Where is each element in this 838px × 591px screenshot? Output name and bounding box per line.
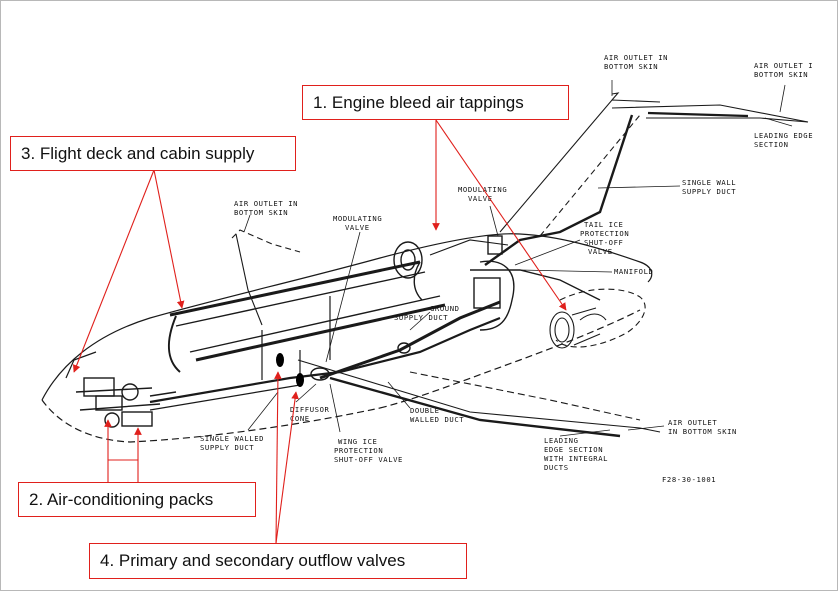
air-outlet-tail-label-line1: AIR OUTLET IN (604, 53, 668, 62)
callout-flight-deck-cabin-supply: 3. Flight deck and cabin supply (10, 136, 296, 171)
callout-engine-bleed-text: 1. Engine bleed air tappings (313, 92, 524, 112)
air-outlet-wing-label-line2: BOTTOM SKIN (234, 208, 288, 217)
manifold-label: MANIFOLD (614, 267, 653, 276)
ground-supply-label-line1: GROUND (430, 304, 460, 313)
outflow-valve-markers (276, 353, 304, 387)
diffusor-cone-label-line2: CONE (290, 414, 310, 423)
callout-arrows (72, 119, 567, 544)
label-leader-lines (243, 80, 793, 437)
arrow-outflow-1 (274, 371, 282, 544)
modulating-valve-tail-label-line2: VALVE (468, 194, 493, 203)
left-wing-root (231, 229, 301, 326)
tail-ice-label-line1: TAIL ICE (584, 220, 623, 229)
callout-outflow-valves-text: 4. Primary and secondary outflow valves (100, 551, 406, 570)
leading-edge-tail-label-line2: SECTION (754, 140, 789, 149)
single-wall-label-line2: SUPPLY DUCT (682, 187, 736, 196)
wing-ice-label-line1: WING ICE (338, 437, 377, 446)
horizontal-stabilizer (611, 104, 809, 123)
wing-ice-label-line2: PROTECTION (334, 446, 383, 455)
double-walled-label-line1: DOUBLE (410, 406, 440, 415)
fuselage-outline (41, 233, 653, 443)
supply-ducts (149, 114, 634, 411)
figure-reference-label: F28-30-1001 (662, 475, 716, 484)
callout-air-conditioning-text: 2. Air-conditioning packs (29, 489, 214, 509)
air-conditioning-pack-units (75, 377, 177, 428)
arrow-outflow-2 (275, 391, 299, 544)
engine-nacelle (549, 288, 646, 349)
arrow-flight-deck-1 (72, 169, 155, 373)
technical-labels: AIR OUTLET IN BOTTOM SKIN AIR OUTLET I B… (200, 53, 813, 484)
leading-edge-wing-label-line4: DUCTS (544, 463, 569, 472)
leading-edge-wing-label-line2: EDGE SECTION (544, 445, 603, 454)
modulating-valve-wing-label-line2: VALVE (345, 223, 370, 232)
single-walled-label-line1: SINGLE WALLED (200, 434, 264, 443)
tail-ice-label-line4: VALVE (588, 247, 613, 256)
double-walled-label-line2: WALLED DUCT (410, 415, 464, 424)
single-wall-label-line1: SINGLE WALL (682, 178, 736, 187)
engine-bleed-valves (310, 235, 503, 381)
leading-edge-tail-label-line1: LEADING EDGE (754, 131, 813, 140)
callout-flight-deck-text: 3. Flight deck and cabin supply (21, 143, 255, 163)
callout-engine-bleed-air-tappings: 1. Engine bleed air tappings (302, 85, 569, 120)
air-outlet-right-label-line1: AIR OUTLET (668, 418, 717, 427)
leading-edge-wing-label-line3: WITH INTEGRAL (544, 454, 608, 463)
air-outlet-tail-label-line2: BOTTOM SKIN (604, 62, 658, 71)
wing-ice-label-line3: SHUT-OFF VALVE (334, 455, 403, 464)
modulating-valve-wing-label-line1: MODULATING (333, 214, 382, 223)
arrow-engine-bleed-2 (435, 119, 567, 311)
air-outlet-tail2-label-line2: BOTTOM SKIN (754, 70, 808, 79)
diffusor-cone-label-line1: DIFFUSOR (290, 405, 329, 414)
arrow-flight-deck-2 (153, 169, 185, 309)
callout-outflow-valves: 4. Primary and secondary outflow valves (89, 543, 467, 579)
tail-ice-label-line2: PROTECTION (580, 229, 629, 238)
air-outlet-tail2-label-line1: AIR OUTLET I (754, 61, 813, 70)
ground-supply-label-line2: SUPPLY DUCT (394, 313, 448, 322)
air-outlet-wing-label-line1: AIR OUTLET IN (234, 199, 298, 208)
arrow-air-conditioning-bracket (107, 459, 139, 482)
tail-ice-label-line3: SHUT-OFF (584, 238, 623, 247)
leading-edge-wing-label-line1: LEADING (544, 436, 579, 445)
modulating-valve-tail-label-line1: MODULATING (458, 185, 507, 194)
callout-air-conditioning-packs: 2. Air-conditioning packs (18, 482, 256, 517)
wing (297, 239, 661, 438)
air-outlet-right-label-line2: IN BOTTOM SKIN (668, 427, 737, 436)
single-walled-label-line2: SUPPLY DUCT (200, 443, 254, 452)
vertical-stabilizer (499, 92, 661, 237)
